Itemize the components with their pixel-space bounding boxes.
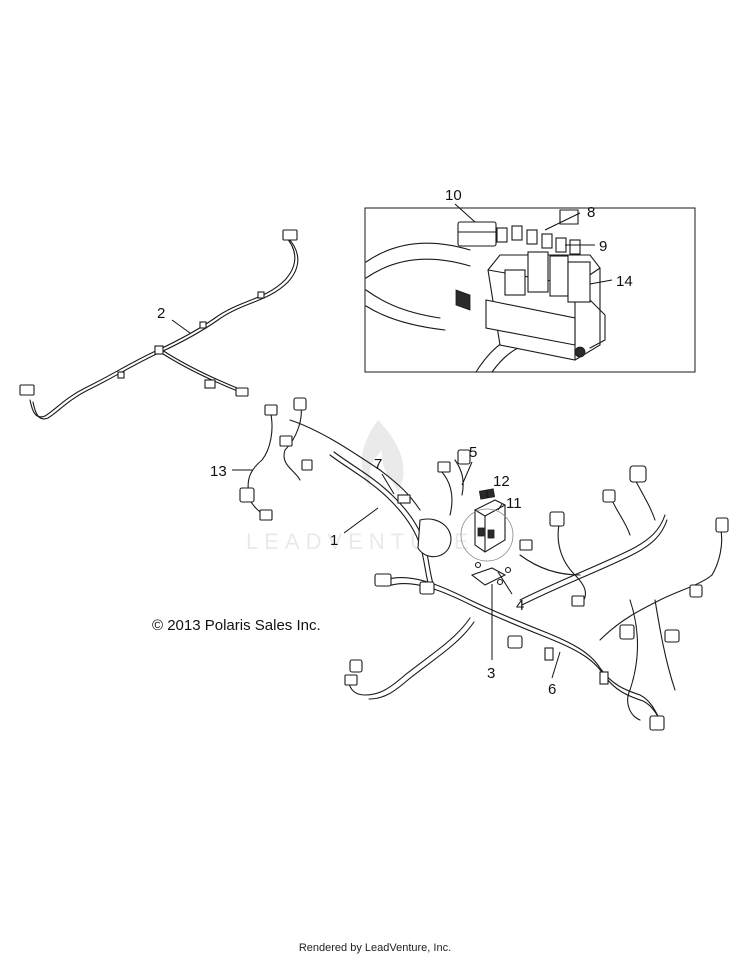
copyright-notice: © 2013 Polaris Sales Inc. [152,617,321,634]
footer-credit: Rendered by LeadVenture, Inc. [298,942,452,954]
callout-12: 12 [493,473,510,490]
harness-1 [329,449,471,591]
callout-11: 11 [506,495,522,512]
callout-7: 7 [374,456,382,473]
callout-2: 2 [157,305,165,322]
harness-6 [344,465,729,731]
callout-4: 4 [516,597,524,614]
callout-6: 6 [548,681,556,698]
leader-lines [171,203,613,679]
callout-14: 14 [616,273,633,290]
callout-3: 3 [487,665,495,682]
callout-10: 10 [445,187,462,204]
flame-logo-icon [361,420,404,492]
callout-8: 8 [587,204,595,221]
callout-9: 9 [599,238,607,255]
detail-circle [460,508,514,562]
callout-1: 1 [330,532,338,549]
callout-13: 13 [210,463,227,480]
harness-2 [19,229,299,420]
callouts: 1 2 3 4 5 6 7 8 9 10 11 12 13 14 [157,187,633,698]
relay-10 [457,221,497,247]
inset-detail [364,207,696,373]
callout-5: 5 [469,444,477,461]
fuse-box-assembly [460,488,514,586]
